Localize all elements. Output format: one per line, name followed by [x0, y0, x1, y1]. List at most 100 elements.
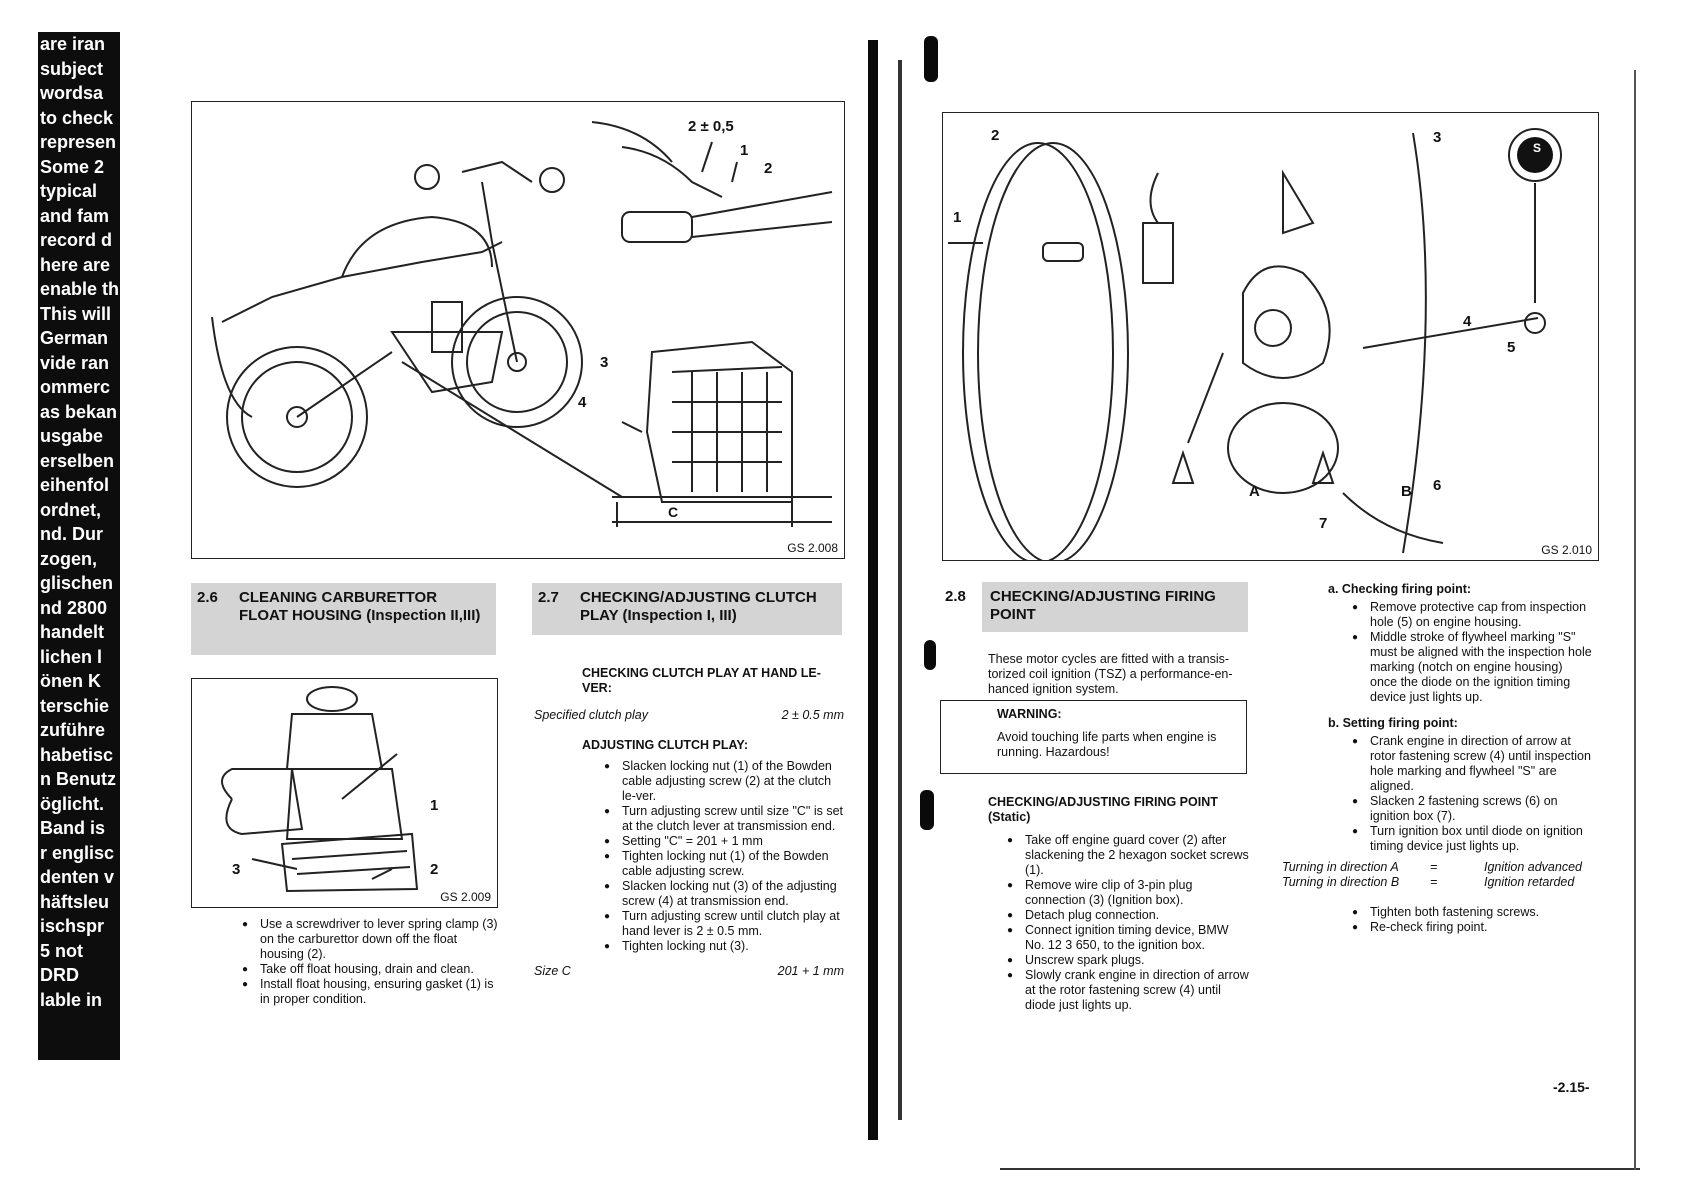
scan-strip-line: Band is: [40, 818, 106, 838]
step: Re-check firing point.: [1352, 920, 1592, 935]
carburettor-illustration: [221, 686, 419, 893]
callout-7: 7: [1319, 515, 1328, 532]
scan-strip-line: nd. Dur: [40, 524, 103, 544]
figure-label: GS 2.008: [787, 541, 838, 555]
ignition-timing-illustration: [948, 128, 1562, 560]
scan-strip-line: record d: [40, 230, 113, 250]
scan-strip-line: terschie: [40, 695, 110, 716]
direction-a-value: Ignition advanced: [1484, 860, 1582, 874]
warning-box: WARNING: Avoid touching life parts when …: [940, 700, 1247, 774]
scan-strip-line: handelt: [40, 622, 105, 642]
scan-strip-line: Some 2: [40, 156, 105, 177]
section-2-7-heading: 2.7 CHECKING/ADJUSTING CLUTCH PLAY (Insp…: [532, 583, 842, 635]
callout-5: 5: [1507, 339, 1516, 356]
scan-strip-line: and fam: [40, 205, 110, 226]
direction-b-equals: =: [1430, 875, 1438, 889]
direction-b-row: Turning in direction B = Ignition retard…: [1282, 875, 1592, 890]
scan-strip-line: eihenfol: [40, 475, 110, 495]
callout-2: 2: [991, 127, 1000, 144]
scan-strip-line: n Benutz: [40, 769, 116, 789]
spec-label: Specified clutch play: [534, 708, 648, 722]
callout-s-marking: S: [1533, 141, 1542, 155]
callout-3: 3: [1433, 129, 1442, 146]
step: Slacken locking nut (1) of the Bowden ca…: [604, 759, 846, 804]
step: Connect ignition timing device, BMW No. …: [1007, 923, 1251, 953]
figure-gs-2-009: 1 2 3 GS 2.009: [191, 678, 498, 908]
figure-gs-2-008: 2 ± 0,5 1 2 3 4 C GS 2.008: [191, 101, 845, 559]
scan-strip-line: lichen l: [40, 646, 103, 667]
figure-label: GS 2.009: [440, 890, 491, 904]
section-2-7-steps: Slacken locking nut (1) of the Bowden ca…: [602, 759, 846, 954]
scan-strip-line: ommerc: [40, 377, 111, 397]
scan-strip-line: lable in: [40, 989, 103, 1010]
step: Slowly crank engine in direction of arro…: [1007, 968, 1251, 1013]
scan-strip-line: subject: [40, 58, 104, 79]
scan-strip-line: wordsa: [40, 83, 104, 103]
scan-strip-line: 5 not: [40, 940, 83, 961]
figure-label: GS 2.010: [1541, 543, 1592, 557]
subheading-setting-firing-point: b. Setting firing point:: [1328, 716, 1458, 730]
section-number: 2.7: [538, 589, 559, 606]
scan-strip-line: denten v: [40, 867, 115, 887]
page-spine: [868, 40, 878, 1140]
scan-strip-line: önen K: [40, 671, 101, 691]
scan-strip-line: as bekan: [40, 401, 118, 422]
step: Detach plug connection.: [1007, 908, 1251, 923]
callout-clearance: 2 ± 0,5: [688, 118, 734, 135]
warning-text: Avoid touching life parts when engine is…: [997, 730, 1217, 759]
binding-mark: [924, 640, 936, 670]
spec-clutch-play-row: Specified clutch play 2 ± 0.5 mm: [534, 708, 844, 723]
scan-strip-line: glischen: [40, 573, 114, 593]
step: Slacken locking nut (3) of the adjusting…: [604, 879, 846, 909]
callout-6: 6: [1433, 477, 1442, 494]
step: Crank engine in direction of arrow at ro…: [1352, 734, 1592, 794]
section-title: CHECKING/ADJUSTING FIRING POINT: [990, 588, 1216, 623]
scan-strip-line: ordnet,: [40, 499, 101, 520]
subheading-firing-point-static: CHECKING/ADJUSTING FIRING POINT (Static): [988, 795, 1218, 824]
section-title: CLEANING CARBURETTOR FLOAT HOUSING (Insp…: [239, 589, 481, 624]
step: Setting "C" = 201 + 1 mm: [604, 834, 846, 849]
step: Slacken 2 fastening screws (6) on igniti…: [1352, 794, 1592, 824]
section-title: CHECKING/ADJUSTING CLUTCH PLAY (Inspecti…: [580, 589, 817, 624]
section-2-6-steps: Use a screwdriver to lever spring clamp …: [240, 917, 502, 1007]
binding-mark: [920, 790, 934, 830]
scan-strip-line: erselben: [40, 450, 115, 471]
step: Remove protective cap from inspection ho…: [1352, 600, 1592, 630]
bottom-rule: [1000, 1168, 1640, 1170]
final-steps: Tighten both fastening screws. Re-check …: [1350, 905, 1592, 935]
scan-strip-line: to check: [40, 107, 114, 128]
scan-strip-line: German: [40, 328, 109, 348]
section-2-8-number: 2.8: [945, 588, 966, 605]
page-spine-shadow: [898, 60, 902, 1120]
scan-strip-line: enable th: [40, 279, 120, 299]
step: Take off engine guard cover (2) after sl…: [1007, 833, 1251, 878]
scan-strip-line: are iran: [40, 34, 106, 54]
scan-strip-line: typical: [40, 181, 98, 201]
step: Install float housing, ensuring gasket (…: [242, 977, 502, 1007]
scan-strip-line: häftsleu: [40, 891, 110, 912]
scan-strip-line: ischspr: [40, 916, 105, 936]
checking-firing-point-steps: Remove protective cap from inspection ho…: [1350, 600, 1592, 705]
section-2-6-heading: 2.6 CLEANING CARBURETTOR FLOAT HOUSING (…: [191, 583, 496, 655]
step: Middle stroke of flywheel marking "S" mu…: [1352, 630, 1592, 705]
motorcycle-clutch-illustration: [211, 121, 833, 527]
step: Tighten both fastening screws.: [1352, 905, 1592, 920]
callout-2: 2: [430, 861, 439, 878]
callout-a: A: [1249, 483, 1260, 500]
callout-3: 3: [232, 861, 241, 878]
spec-value: 2 ± 0.5 mm: [781, 708, 844, 722]
callout-1: 1: [430, 797, 439, 814]
callout-1: 1: [953, 209, 962, 226]
callout-4: 4: [1463, 313, 1472, 330]
size-c-row: Size C 201 + 1 mm: [534, 964, 844, 979]
scan-strip-line: r englisc: [40, 842, 115, 863]
scan-strip-line: habetisc: [40, 744, 114, 765]
scan-strip-line: zogen,: [40, 548, 97, 569]
scan-strip-line: öglicht.: [40, 793, 104, 814]
subheading-checking-clutch-play: CHECKING CLUTCH PLAY AT HAND LE-VER:: [582, 666, 821, 695]
section-2-8-heading: CHECKING/ADJUSTING FIRING POINT: [982, 582, 1248, 632]
scan-strip-line: DRD: [40, 965, 79, 985]
direction-b-label: Turning in direction B: [1282, 875, 1400, 889]
binding-mark: [924, 36, 938, 82]
